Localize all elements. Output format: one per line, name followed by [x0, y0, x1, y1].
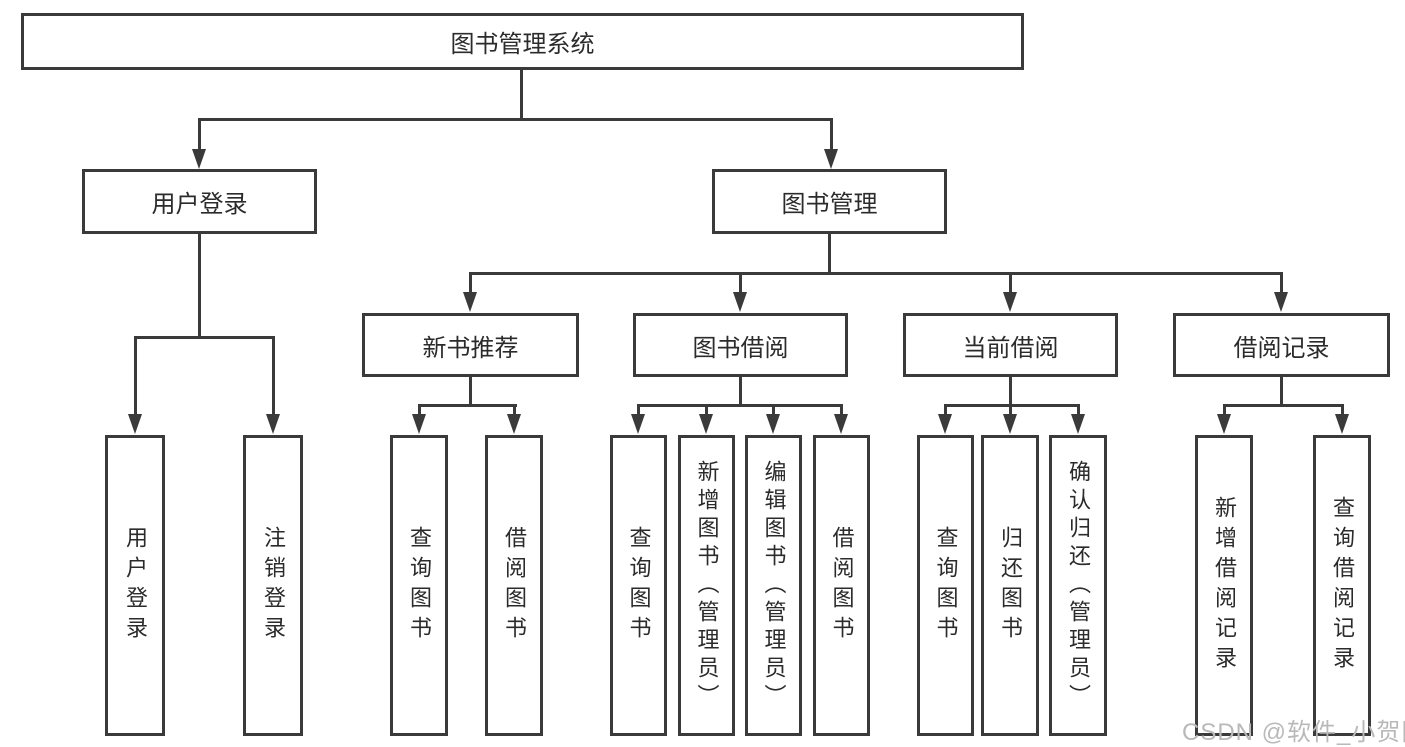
node-borrow-records: 借阅记录	[1173, 313, 1390, 377]
leaf-label: 编辑图书（管理员）	[761, 459, 787, 712]
leaf-label: 用户登录	[123, 525, 148, 646]
arrow-g3-leaf2	[699, 414, 713, 434]
connector-current-borrow-drop	[1009, 272, 1012, 293]
connector-level3-bus	[469, 272, 1283, 275]
node-leaf-edit-book-admin: 编辑图书（管理员）	[745, 435, 802, 736]
arrow-g2-leaf2	[507, 414, 521, 434]
node-book-borrow-label: 图书借阅	[692, 334, 789, 362]
leaf-label: 借阅图书	[502, 525, 527, 646]
leaf-label: 借阅图书	[829, 525, 855, 646]
node-book-management: 图书管理	[712, 169, 947, 234]
node-leaf-query-books-3: 查询图书	[917, 435, 974, 736]
node-user-login: 用户登录	[82, 169, 317, 234]
node-leaf-add-borrow-record: 新增借阅记录	[1195, 435, 1253, 736]
connector-new-book-bus	[418, 404, 517, 407]
node-current-borrow-label: 当前借阅	[962, 334, 1059, 362]
arrow-login-leaf	[128, 414, 142, 434]
leaf-label: 注销登录	[261, 525, 286, 646]
connector-g3-leaf1-drop	[637, 404, 640, 416]
connector-g3-leaf2-drop	[705, 404, 708, 416]
connector-root-stem	[520, 70, 523, 120]
leaf-label: 归还图书	[998, 525, 1023, 646]
node-leaf-borrow-books-1: 借阅图书	[485, 435, 543, 736]
connector-g3-leaf3-drop	[772, 404, 775, 416]
arrow-g5-leaf2	[1335, 414, 1349, 434]
leaf-label: 查询图书	[626, 525, 652, 646]
connector-g5-leaf1-drop	[1223, 404, 1226, 416]
node-leaf-logout: 注销登录	[243, 435, 303, 736]
arrow-book-borrow	[733, 292, 747, 312]
connector-current-borrow-bus	[944, 404, 1080, 407]
node-current-borrow: 当前借阅	[903, 313, 1118, 377]
connector-level2-bus	[198, 118, 832, 121]
connector-logout-leaf-drop	[272, 336, 275, 415]
connector-g5-leaf2-drop	[1341, 404, 1344, 416]
node-root: 图书管理系统	[21, 13, 1024, 70]
arrow-g2-leaf1	[412, 414, 426, 434]
arrow-g4-leaf1	[938, 414, 952, 434]
node-leaf-add-book-admin: 新增图书（管理员）	[678, 435, 735, 736]
arrow-g5-leaf1	[1217, 414, 1231, 434]
node-new-book-recommend-label: 新书推荐	[422, 334, 519, 362]
node-leaf-borrow-books-2: 借阅图书	[813, 435, 870, 736]
connector-borrow-records-stem	[1280, 377, 1283, 407]
arrow-g3-leaf3	[766, 414, 780, 434]
connector-book-management-stem	[828, 234, 831, 275]
arrow-g3-leaf4	[834, 414, 848, 434]
connector-book-borrow-stem	[739, 377, 742, 407]
connector-book-borrow-drop	[739, 272, 742, 293]
connector-g2-leaf2-drop	[513, 404, 516, 416]
arrow-g3-leaf1	[631, 414, 645, 434]
node-root-label: 图书管理系统	[450, 31, 595, 58]
node-leaf-user-login: 用户登录	[105, 435, 165, 736]
leaf-label: 查询图书	[407, 525, 432, 646]
node-borrow-records-label: 借阅记录	[1233, 334, 1330, 362]
arrow-book-management	[824, 149, 838, 169]
arrow-g4-leaf3	[1071, 414, 1085, 434]
node-leaf-confirm-return-admin: 确认归还（管理员）	[1049, 435, 1107, 736]
node-leaf-return-book: 归还图书	[981, 435, 1039, 736]
arrow-user-login	[192, 149, 206, 169]
node-new-book-recommend: 新书推荐	[362, 313, 579, 377]
node-leaf-query-borrow-record: 查询借阅记录	[1313, 435, 1371, 736]
connector-g3-leaf4-drop	[840, 404, 843, 416]
node-leaf-query-books-2: 查询图书	[610, 435, 667, 736]
connector-new-book-drop	[469, 272, 472, 293]
connector-current-borrow-stem	[1009, 377, 1012, 407]
connector-borrow-records-bus	[1223, 404, 1344, 407]
connector-new-book-stem	[469, 377, 472, 407]
leaf-label: 查询图书	[933, 525, 959, 646]
connector-borrow-records-drop	[1280, 272, 1283, 293]
connector-user-login-drop	[198, 118, 201, 151]
leaf-label: 确认归还（管理员）	[1066, 459, 1091, 712]
connector-book-management-drop	[830, 118, 833, 151]
connector-g4-leaf3-drop	[1077, 404, 1080, 416]
arrow-g4-leaf2	[1003, 414, 1017, 434]
arrow-current-borrow	[1003, 292, 1017, 312]
connector-book-borrow-bus	[637, 404, 843, 407]
connector-login-leaf-drop	[134, 336, 137, 415]
node-book-management-label: 图书管理	[781, 191, 878, 218]
watermark: CSDN @软件_小贺同学	[1182, 719, 1405, 746]
node-book-borrow: 图书借阅	[633, 313, 848, 377]
arrow-logout-leaf	[266, 414, 280, 434]
connector-g2-leaf1-drop	[418, 404, 421, 416]
arrow-new-book	[463, 292, 477, 312]
connector-g4-leaf1-drop	[944, 404, 947, 416]
leaf-label: 查询借阅记录	[1330, 495, 1355, 676]
node-user-login-label: 用户登录	[151, 191, 248, 218]
connector-user-login-stem	[198, 234, 201, 338]
connector-g4-leaf2-drop	[1009, 404, 1012, 416]
arrow-borrow-records	[1274, 292, 1288, 312]
leaf-label: 新增图书（管理员）	[694, 459, 720, 712]
node-leaf-query-books-1: 查询图书	[390, 435, 448, 736]
connector-user-login-bus	[134, 336, 275, 339]
leaf-label: 新增借阅记录	[1212, 495, 1237, 676]
